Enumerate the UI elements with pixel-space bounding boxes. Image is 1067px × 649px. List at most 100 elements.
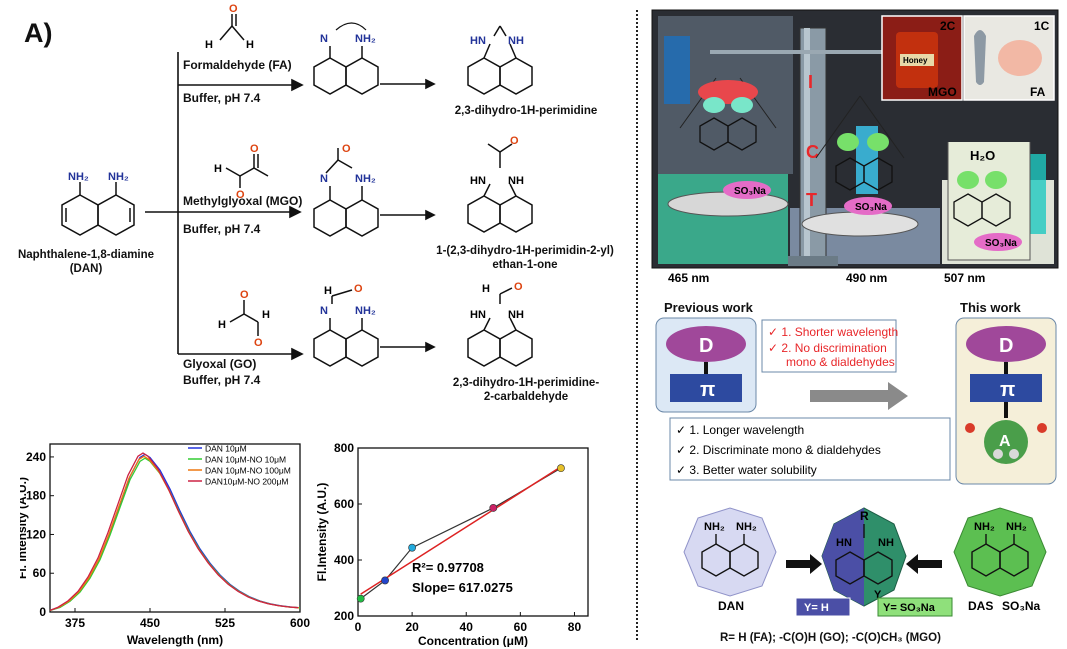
prev-point-3: mono & dialdehydes (786, 355, 895, 369)
prod-mgo-o: O (510, 135, 519, 147)
int-go-n: N (320, 305, 328, 317)
int-go-h: H (324, 285, 332, 297)
dan-das-comparison: NH₂ NH₂ DAN R HN NH Y NH₂ NH₂ DAS SO₃Na … (683, 507, 1047, 617)
center-r-label: R (860, 509, 869, 523)
y-h-box: Y= H (804, 602, 829, 614)
das-so3na: SO₃Na (1002, 599, 1041, 613)
prod-go-nh: NH (508, 309, 524, 321)
go-condition: Buffer, pH 7.4 (183, 373, 261, 387)
fa-h-right: H (246, 39, 254, 51)
prod-go-hn: HN (470, 309, 486, 321)
fa-oxygen: O (229, 3, 238, 15)
product-go-name-line2: 2-carbaldehyde (483, 391, 569, 403)
product-go-name: 2,3-dihydro-1H-perimidine- 2-carbaldehyd… (426, 376, 626, 404)
product-go (467, 287, 533, 367)
panel-a-label: A) (24, 18, 53, 48)
prod-go-o: O (514, 281, 523, 293)
chart1-xtick-label-1: 450 (140, 616, 160, 630)
this-d: D (999, 335, 1013, 357)
product-mgo-name-line2: ethan-1-one (492, 259, 558, 271)
go-h-left: H (218, 319, 226, 331)
chart1-ytick-label-4: 240 (26, 450, 46, 464)
int-mgo-nh2: NH₂ (355, 173, 376, 185)
int-go-o: O (354, 283, 363, 295)
inset-2c-label: MGO (928, 85, 957, 99)
chart1-ytick-label-3: 180 (26, 489, 46, 503)
chart2-ytick-label-0: 200 (334, 609, 354, 623)
chart1-legend-label-3: DAN10μM-NO 200μM (205, 477, 288, 487)
previous-work-title: Previous work (664, 300, 753, 315)
r-group-footer: R= H (FA); -C(O)H (GO); -C(O)CH₃ (MGO) (720, 632, 941, 644)
chart2-point-0 (356, 594, 365, 603)
int-mgo-o: O (342, 143, 351, 155)
center-y-label: Y (874, 589, 882, 601)
chart2-fit-line (360, 466, 562, 595)
prod-mgo-nh: NH (508, 175, 524, 187)
this-point-3: ✓ 3. Better water solubility (676, 463, 817, 477)
cuvette-blue (664, 36, 690, 104)
mgo-oxygen-1: O (236, 189, 245, 201)
go-h-right: H (262, 309, 270, 321)
beaker-so3na: SO₃Na (985, 238, 1017, 249)
chart2-r2-annotation: R²= 0.97708 (412, 560, 484, 575)
das-nh2-2: NH₂ (1006, 521, 1027, 533)
prod-fa-nh: NH (508, 35, 524, 47)
progress-arrow (810, 382, 908, 410)
left-molecule (699, 117, 757, 151)
intermediate-fa (313, 22, 379, 95)
reaction-scheme: NH₂ NH₂ O H H O O H O O H H N NH₂ N NH₂ … (61, 3, 533, 367)
center-nh: NH (878, 537, 894, 549)
go-oxygen-1: O (240, 289, 249, 301)
ict-letter-t: T (806, 190, 817, 210)
dan-name-line1: Naphthalene-1,8-diamine (17, 249, 155, 261)
this-work-title: This work (960, 300, 1021, 315)
center-hn: HN (836, 537, 852, 549)
mgo-molecule (225, 154, 269, 188)
chart2-point-4 (557, 464, 565, 473)
inset-1c-label: FA (1030, 85, 1046, 99)
chart1-ytick-label-2: 120 (26, 527, 46, 541)
beaker-molecule (953, 193, 1011, 227)
chart2-xtick-label-2: 40 (460, 620, 474, 634)
prod-go-h: H (482, 283, 490, 295)
chart1-frame (49, 443, 301, 613)
dan-name-line2: (DAN) (69, 263, 103, 275)
dan-nh2-left: NH₂ (68, 171, 89, 183)
inset-1c: 1C FA (963, 15, 1055, 101)
mgo-condition: Buffer, pH 7.4 (183, 222, 261, 236)
chart2-ytick-label-3: 800 (334, 441, 354, 455)
wavelength-490: 490 nm (846, 271, 887, 285)
fa-reagent-name: Formaldehyde (FA) (183, 58, 292, 72)
balance-illustration: I C T H₂O SO₃Na SO₃Na SO₃Na (651, 9, 1059, 285)
chart1-xtick-label-3: 600 (290, 616, 310, 630)
middle-so3na: SO₃Na (855, 202, 887, 213)
chart1-ytick-label-0: 0 (39, 605, 46, 619)
fa-condition: Buffer, pH 7.4 (183, 91, 261, 105)
this-point-2: ✓ 2. Discriminate mono & dialdehydes (676, 443, 881, 457)
left-scale-pan (667, 77, 789, 217)
dan-nh2-2: NH₂ (736, 521, 757, 533)
left-black-arrow (810, 554, 822, 574)
go-oxygen-2: O (254, 337, 263, 349)
this-point-1: ✓ 1. Longer wavelength (676, 423, 804, 437)
this-a: A (999, 433, 1011, 450)
wavelength-465: 465 nm (668, 271, 709, 285)
wavelength-507: 507 nm (944, 271, 985, 285)
chart1-xtick-label-0: 375 (65, 616, 85, 630)
inset-2c: Honey 2C MGO (881, 15, 963, 101)
product-fa (467, 25, 533, 95)
chart1-xlabel: Wavelength (nm) (127, 633, 223, 647)
chart1-ylabel: Fl. Intensity (A.U.) (20, 477, 29, 579)
scheme-arrows (145, 52, 436, 361)
chart2-point-1 (381, 576, 389, 585)
chart2-ytick-label-2: 600 (334, 497, 354, 511)
ict-letter-c: C (806, 142, 819, 162)
go-reagent-name: Glyoxal (GO) (183, 357, 257, 371)
dan-nh2-1: NH₂ (704, 521, 725, 533)
mgo-oxygen-2: O (250, 143, 259, 155)
chart2-slope-annotation: Slope= 617.0275 (412, 580, 513, 595)
das-nh2-1: NH₂ (974, 521, 995, 533)
chart1-series-3 (49, 452, 299, 612)
